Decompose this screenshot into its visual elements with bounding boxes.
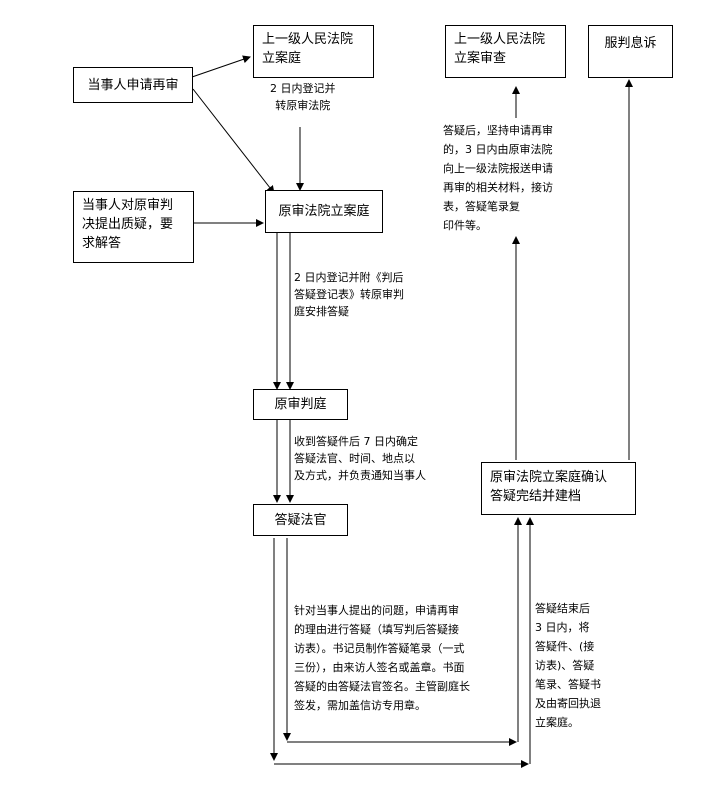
accept-judgment-label: 服判息诉 <box>604 36 657 51</box>
answering-judge-label: 答疑法官 <box>274 512 327 528</box>
original-tribunal-label: 原审判庭 <box>274 397 327 412</box>
note-after-answer-line-2: 3 日内，将 <box>535 621 590 634</box>
note-register-transfer: 2 日内登记并 转原审法院 <box>270 80 336 114</box>
note-after-answer-line-6: 及由寄回执退 <box>535 697 601 710</box>
note-after-answer: 答疑结束后 3 日内，将 答疑件、(接 访表)、答疑 笔录、答疑书 及由寄回执退… <box>535 599 601 732</box>
note-answer-line-1: 针对当事人提出的问题，申请再审 <box>294 604 459 617</box>
note-after-answer-line-5: 笔录、答疑书 <box>535 678 601 691</box>
note-persist-line-1: 答疑后，坚持申请再审 <box>443 124 553 137</box>
doubt-line-3: 求解答 <box>82 236 122 251</box>
note-register-attach-line-2: 答疑登记表》转原审判 <box>294 288 404 301</box>
note-answer-line-4: 三份），由来访人签名或盖章。书面 <box>294 661 465 674</box>
higher-court-filing-box: 上一级人民法院 立案庭 <box>253 25 374 78</box>
note-register-transfer-line-2: 转原审法院 <box>275 99 331 112</box>
note-receive-line-3: 及方式，并负责通知当事人 <box>294 469 426 482</box>
note-register-attach-line-3: 庭安排答疑 <box>294 305 349 318</box>
note-register-attach: 2 日内登记并附《判后 答疑登记表》转原审判 庭安排答疑 <box>294 269 404 320</box>
note-receive: 收到答疑件后 7 日内确定 答疑法官、时间、地点以 及方式，并负责通知当事人 <box>294 433 426 484</box>
note-after-answer-line-1: 答疑结束后 <box>535 602 590 615</box>
doubt-box: 当事人对原审判 决提出质疑，要 求解答 <box>73 191 194 263</box>
doubt-line-2: 决提出质疑，要 <box>82 217 174 232</box>
applicant-retrial-box: 当事人申请再审 <box>73 67 193 103</box>
doubt-line-1: 当事人对原审判 <box>82 198 174 213</box>
higher-court-filing-line-2: 立案庭 <box>262 51 302 66</box>
note-receive-line-1: 收到答疑件后 7 日内确定 <box>294 435 418 448</box>
applicant-retrial-label: 当事人申请再审 <box>87 77 179 93</box>
accept-judgment-box: 服判息诉 <box>588 25 673 78</box>
answering-judge-box: 答疑法官 <box>253 504 348 536</box>
note-after-answer-line-4: 访表)、答疑 <box>535 659 595 672</box>
original-filing-box: 原审法院立案庭 <box>265 190 383 233</box>
note-persist: 答疑后，坚持申请再审 的，3 日内由原审法院 向上一级法院报送申请 再审的相关材… <box>443 121 553 235</box>
note-after-answer-line-3: 答疑件、(接 <box>535 640 595 653</box>
higher-court-review-line-1: 上一级人民法院 <box>454 32 546 47</box>
confirm-archive-line-1: 原审法院立案庭确认 <box>490 470 608 485</box>
note-persist-line-3: 向上一级法院报送申请 <box>443 162 553 175</box>
note-persist-line-5: 表，答疑笔录复 <box>443 200 520 213</box>
note-register-transfer-line-1: 2 日内登记并 <box>270 82 336 95</box>
note-register-attach-line-1: 2 日内登记并附《判后 <box>294 271 404 284</box>
original-filing-label: 原审法院立案庭 <box>278 204 370 219</box>
higher-court-review-box: 上一级人民法院 立案审查 <box>445 25 566 78</box>
note-answer: 针对当事人提出的问题，申请再审 的理由进行答疑（填写判后答疑接 访表）。书记员制… <box>294 601 470 715</box>
confirm-archive-box: 原审法院立案庭确认 答疑完结并建档 <box>481 462 636 515</box>
arrow-applicant-to-higher-court <box>191 55 251 78</box>
note-after-answer-line-7: 立案庭。 <box>535 716 579 729</box>
note-answer-line-5: 答疑的由答疑法官签名。主管副庭长 <box>294 680 470 693</box>
note-receive-line-2: 答疑法官、时间、地点以 <box>294 452 415 465</box>
confirm-archive-line-2: 答疑完结并建档 <box>490 489 582 504</box>
note-answer-line-3: 访表）。书记员制作答疑笔录（一式 <box>294 642 465 655</box>
note-persist-line-4: 再审的相关材料，接访 <box>443 181 553 194</box>
note-persist-line-6: 印件等。 <box>443 219 487 232</box>
note-persist-line-2: 的，3 日内由原审法院 <box>443 143 553 156</box>
original-tribunal-box: 原审判庭 <box>253 389 348 420</box>
note-answer-line-6: 签发，需加盖信访专用章。 <box>294 699 426 712</box>
arrow-applicant-to-original-filing <box>192 88 275 194</box>
higher-court-filing-line-1: 上一级人民法院 <box>262 32 354 47</box>
higher-court-review-line-2: 立案审查 <box>454 51 507 66</box>
note-answer-line-2: 的理由进行答疑（填写判后答疑接 <box>294 623 459 636</box>
